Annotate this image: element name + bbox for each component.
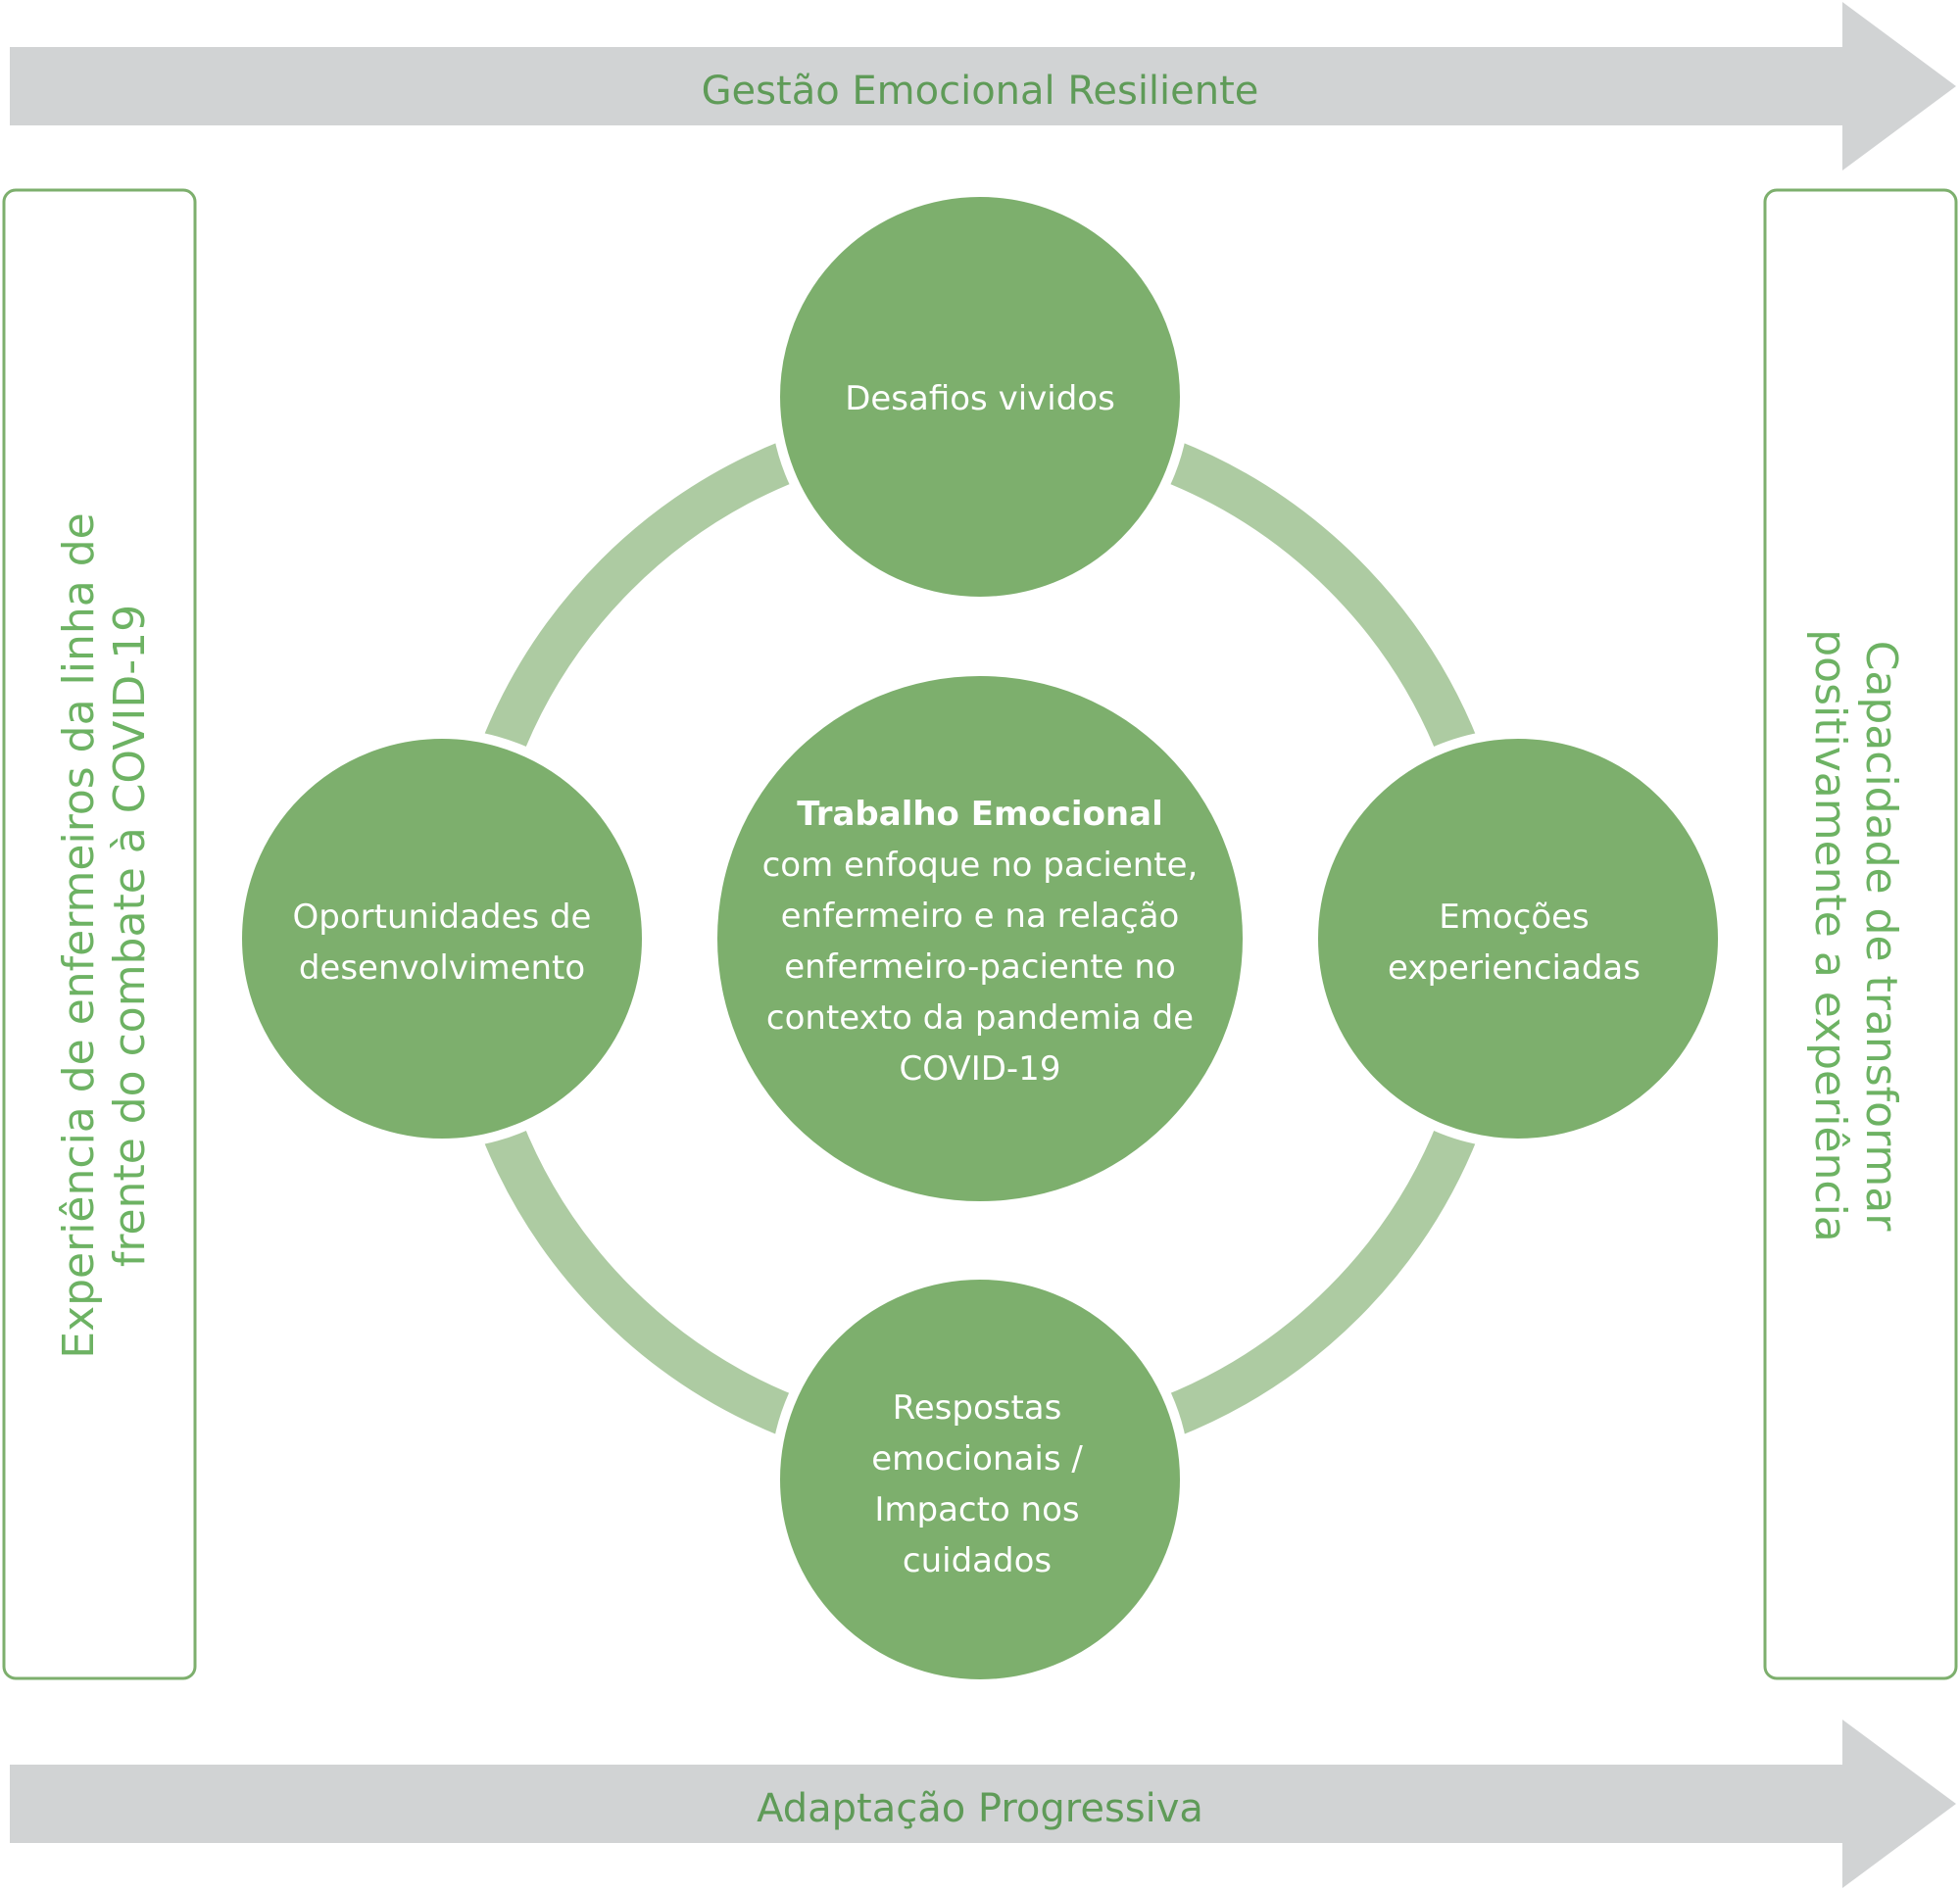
node-desafios-vividos: Desafios vividos — [770, 187, 1190, 606]
bottom-arrow-label: Adaptação Progressiva — [757, 1786, 1203, 1831]
node-bottom-line-1: Respostas — [893, 1388, 1062, 1428]
center-line-4: contexto da pandemia de — [766, 998, 1194, 1038]
top-arrow-shape — [10, 2, 1956, 170]
right-panel-line-2: positivamente a experiência — [1805, 629, 1855, 1242]
node-top-line-1: Desafios vividos — [845, 379, 1115, 418]
left-panel-line-2: frente do combate à COVID-19 — [105, 605, 155, 1267]
node-right-line-2: experienciadas — [1388, 948, 1641, 988]
node-emocoes-experienciadas: Emoções experienciadas — [1308, 729, 1728, 1148]
left-panel-line-1: Experiência de enfermeiros da linha de — [54, 512, 104, 1358]
right-panel-line-1: Capacidade de transformar — [1856, 641, 1906, 1233]
top-arrow-label: Gestão Emocional Resiliente — [702, 69, 1259, 114]
center-title: Trabalho Emocional — [797, 795, 1163, 834]
center-circle-shape — [717, 676, 1243, 1201]
node-left-line-2: desenvolvimento — [299, 948, 585, 988]
node-right-shape — [1308, 729, 1728, 1148]
bottom-arrow-shape — [10, 1720, 1956, 1888]
left-panel-frame — [2, 188, 197, 1680]
node-left-shape — [232, 729, 652, 1148]
node-oportunidades-desenvolvimento: Oportunidades de desenvolvimento — [232, 729, 652, 1148]
node-bottom-line-4: cuidados — [903, 1541, 1052, 1580]
center-line-3: enfermeiro-paciente no — [784, 947, 1176, 987]
node-left-line-1: Oportunidades de — [293, 897, 592, 937]
bottom-arrow: Adaptação Progressiva — [10, 1720, 1956, 1888]
right-panel: Capacidade de transformar positivamente … — [1763, 188, 1958, 1680]
node-bottom-shape — [770, 1270, 1190, 1689]
center-line-5: COVID-19 — [900, 1049, 1061, 1089]
center-line-2: enfermeiro e na relação — [781, 897, 1180, 936]
top-arrow: Gestão Emocional Resiliente — [10, 2, 1956, 170]
node-bottom-line-2: emocionais / — [871, 1439, 1083, 1479]
node-right-line-1: Emoções — [1439, 897, 1590, 937]
node-top-shape — [770, 187, 1190, 606]
node-bottom-line-3: Impacto nos — [874, 1490, 1079, 1529]
center-circle: Trabalho Emocional com enfoque no pacien… — [717, 676, 1243, 1201]
left-panel: Experiência de enfermeiros da linha de f… — [2, 188, 197, 1680]
right-panel-frame — [1763, 188, 1958, 1680]
center-line-1: com enfoque no paciente, — [762, 846, 1199, 885]
node-respostas-emocionais: Respostas emocionais / Impacto nos cuida… — [770, 1270, 1190, 1689]
